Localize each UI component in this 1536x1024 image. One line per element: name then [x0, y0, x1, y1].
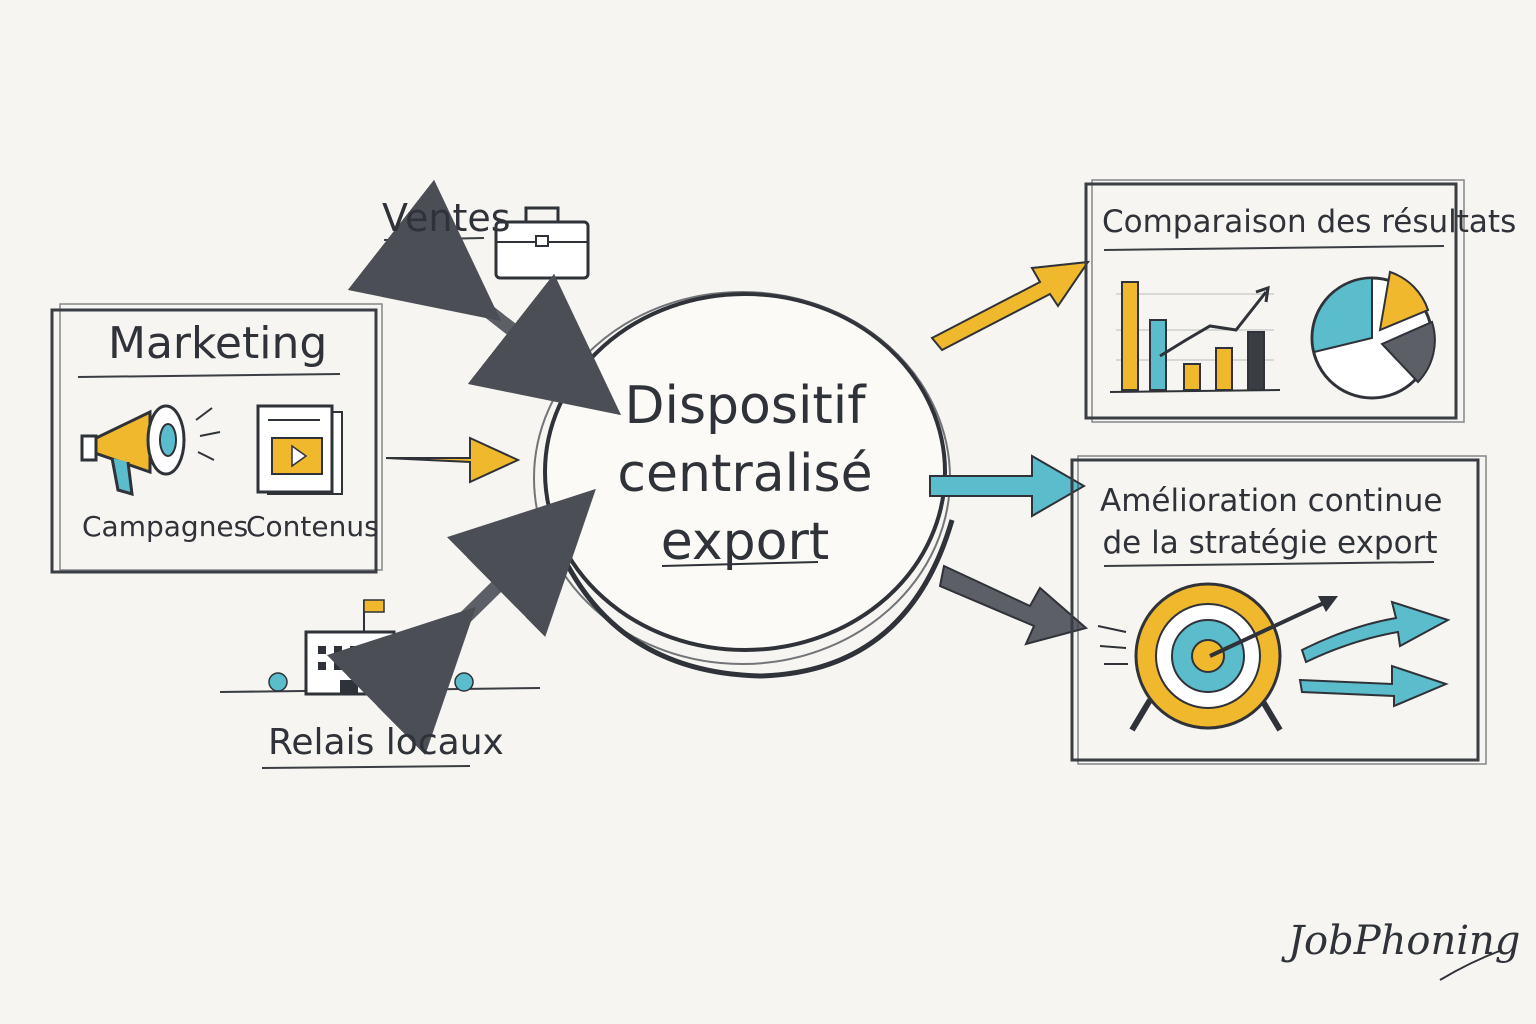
contenus-label: Contenus [246, 510, 379, 543]
amelioration-line-2: de la stratégie export [1102, 525, 1438, 561]
target-icon [1097, 582, 1338, 732]
arrow-relais-center [327, 488, 596, 755]
arrow-center-amelioration [929, 454, 1087, 518]
brand-logo: JobPhoning [1288, 918, 1521, 964]
center-label: Dispositif centralisé export [560, 372, 930, 576]
marketing-box [50, 303, 383, 574]
marketing-title: Marketing [108, 318, 328, 369]
video-document-icon [256, 404, 343, 495]
amelioration-line-1: Amélioration continue [1100, 483, 1443, 519]
progress-arrow-upper [1300, 600, 1451, 664]
megaphone-icon [80, 404, 221, 497]
arrow-center-target [938, 564, 1089, 646]
comparaison-title: Comparaison des résultats [1102, 204, 1517, 240]
amelioration-title: Amélioration continue de la stratégie ex… [1100, 480, 1443, 564]
arrow-center-comparaison [930, 260, 1091, 352]
center-line-3: export [660, 512, 830, 572]
relais-label: Relais locaux [268, 722, 504, 763]
ventes-label: Ventes [382, 196, 511, 240]
progress-arrow-lower [1298, 664, 1449, 708]
arrow-marketing-center [385, 436, 521, 484]
bar-chart-icon [1109, 281, 1281, 393]
campagnes-label: Campagnes [82, 510, 249, 543]
arrow-ventes-center [347, 179, 622, 416]
logo-underline [1439, 949, 1503, 981]
pie-chart-icon [1310, 270, 1436, 400]
comparaison-box [1084, 179, 1465, 423]
building-icon [219, 599, 541, 696]
center-line-1: Dispositif [624, 376, 866, 436]
center-line-2: centralisé [617, 444, 873, 504]
amelioration-box [1070, 455, 1487, 765]
